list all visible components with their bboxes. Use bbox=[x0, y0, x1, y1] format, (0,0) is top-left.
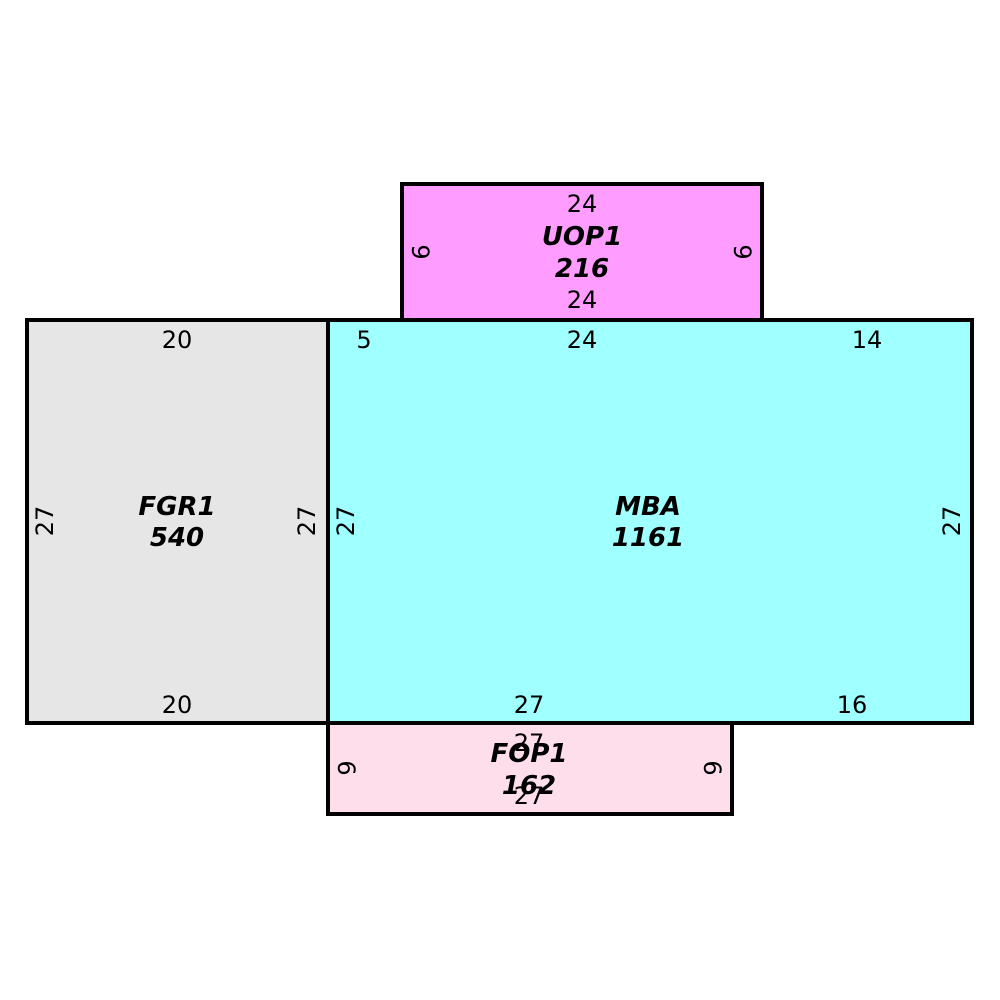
fop1-dim-right: 6 bbox=[698, 760, 726, 775]
mba-dim-top-mid: 24 bbox=[567, 326, 598, 354]
room-mba-shape bbox=[326, 318, 974, 725]
uop1-area: 216 bbox=[555, 254, 609, 284]
room-fgr1-shape bbox=[25, 318, 330, 725]
fop1-name: FOP1 bbox=[490, 739, 567, 769]
fop1-area: 162 bbox=[502, 771, 556, 801]
fgr1-dim-left: 27 bbox=[31, 506, 59, 537]
mba-name: MBA bbox=[615, 492, 681, 522]
fgr1-dim-right: 27 bbox=[293, 506, 321, 537]
fgr1-dim-bottom: 20 bbox=[162, 691, 193, 719]
mba-dim-bottom-left: 27 bbox=[514, 691, 545, 719]
mba-dim-left: 27 bbox=[332, 506, 360, 537]
uop1-dim-right: 9 bbox=[728, 244, 756, 259]
mba-dim-top-left: 5 bbox=[356, 326, 371, 354]
fgr1-area: 540 bbox=[150, 523, 204, 553]
fop1-dim-bottom: 27 bbox=[514, 782, 545, 810]
mba-dim-bottom-right: 16 bbox=[837, 691, 868, 719]
room-fgr1[interactable]: 20 FGR1 540 20 27 27 bbox=[25, 318, 330, 725]
fop1-dim-left: 6 bbox=[332, 760, 360, 775]
room-fop1[interactable]: 27 FOP1 162 27 6 6 bbox=[326, 721, 734, 816]
room-mba[interactable]: 5 24 14 MBA 1161 27 16 27 27 bbox=[326, 318, 974, 725]
mba-dim-top-right: 14 bbox=[852, 326, 883, 354]
room-uop1[interactable]: 24 UOP1 216 24 9 9 bbox=[400, 182, 764, 322]
uop1-dim-bottom: 24 bbox=[567, 286, 598, 314]
mba-dim-right: 27 bbox=[938, 506, 966, 537]
uop1-dim-top: 24 bbox=[567, 190, 598, 218]
fop1-dim-top: 27 bbox=[514, 729, 545, 757]
room-uop1-shape bbox=[400, 182, 764, 322]
room-fop1-shape bbox=[326, 721, 734, 816]
uop1-dim-left: 9 bbox=[406, 244, 434, 259]
fgr1-dim-top: 20 bbox=[162, 326, 193, 354]
uop1-name: UOP1 bbox=[542, 222, 622, 252]
fgr1-name: FGR1 bbox=[138, 492, 215, 522]
mba-area: 1161 bbox=[612, 523, 684, 553]
